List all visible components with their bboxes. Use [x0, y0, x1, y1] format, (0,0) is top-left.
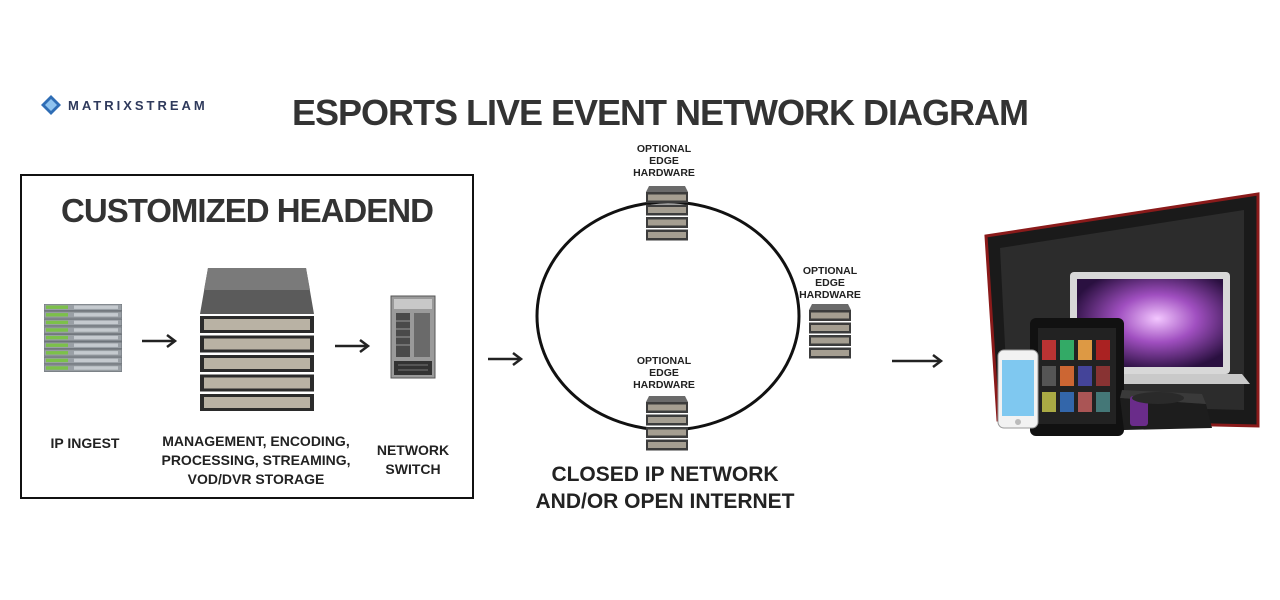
smartphone-icon: [997, 349, 1039, 429]
edge-label-line: EDGE: [649, 155, 679, 167]
edge-label-line: OPTIONAL: [636, 143, 692, 155]
headend-box: [20, 174, 474, 499]
tablet-icon: [1030, 318, 1124, 436]
logo-text: MATRIXSTREAM: [68, 97, 208, 113]
arrow-right-icon: [335, 339, 371, 353]
edge-label-line: EDGE: [649, 367, 679, 379]
headend-title: CUSTOMIZED HEADEND: [61, 192, 434, 229]
edge-label-line: OPTIONAL: [802, 265, 858, 277]
edge-label-line: EDGE: [815, 277, 845, 289]
server-label: MANAGEMENT, ENCODING, PROCESSING, STREAM…: [150, 432, 362, 489]
edge-label-right: OPTIONAL EDGE HARDWARE: [782, 265, 878, 301]
network-switch-icon: [390, 295, 436, 379]
edge-label-line: HARDWARE: [633, 379, 695, 391]
consumer-devices-icon: [984, 192, 1260, 436]
server-label-line: MANAGEMENT, ENCODING,: [162, 433, 350, 449]
switch-label-line: SWITCH: [385, 461, 441, 477]
edge-hardware-icon: [646, 186, 688, 241]
matrixstream-logo: MATRIXSTREAM: [40, 94, 208, 116]
ip-ingest-label: IP INGEST: [50, 435, 120, 451]
edge-label-line: HARDWARE: [633, 167, 695, 179]
page-title: ESPORTS LIVE EVENT NETWORK DIAGRAM: [291, 92, 1029, 133]
arrow-right-icon: [142, 334, 178, 348]
network-label-line: AND/OR OPEN INTERNET: [535, 490, 795, 513]
edge-label-line: OPTIONAL: [636, 355, 692, 367]
network-label-line: CLOSED IP NETWORK: [551, 463, 779, 486]
set-top-box-icon: [1120, 390, 1212, 430]
arrow-right-icon: [892, 354, 944, 368]
ip-ingest-rack-icon: [44, 304, 122, 372]
headend-server-stack-icon: [200, 268, 314, 411]
edge-label-top: OPTIONAL EDGE HARDWARE: [616, 143, 712, 179]
switch-label: NETWORK SWITCH: [370, 441, 456, 479]
edge-label-line: HARDWARE: [799, 289, 861, 301]
logo-mark-icon: [41, 95, 61, 115]
edge-hardware-icon: [646, 396, 688, 451]
edge-label-bottom: OPTIONAL EDGE HARDWARE: [616, 355, 712, 391]
arrow-right-icon: [488, 352, 524, 366]
edge-hardware-icon: [809, 304, 851, 359]
switch-label-line: NETWORK: [376, 442, 450, 458]
server-label-line: VOD/DVR STORAGE: [187, 471, 325, 487]
network-label: CLOSED IP NETWORK AND/OR OPEN INTERNET: [520, 461, 810, 515]
server-label-line: PROCESSING, STREAMING,: [161, 452, 351, 468]
